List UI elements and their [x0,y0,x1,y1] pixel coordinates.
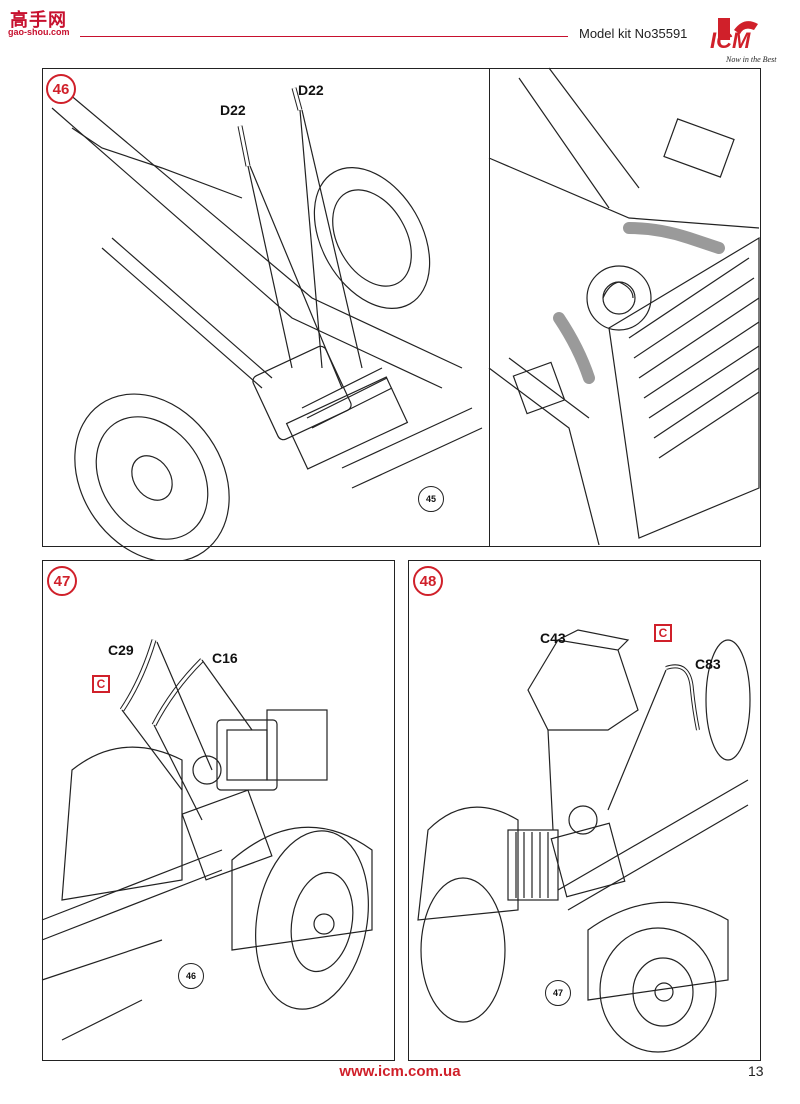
step-47-panel [42,560,395,1061]
step-48-panel [408,560,761,1061]
step-46-number: 46 [46,74,76,104]
step-48-number: 48 [413,566,443,596]
footer-url: www.icm.com.ua [339,1063,461,1080]
page-number: 13 [748,1063,764,1079]
part-label-c43: C43 [540,630,566,646]
watermark-url: gao-shou.com [8,27,70,37]
step-46-detail-illustration [488,67,760,546]
logo-brand: ICM [710,28,751,53]
ref-step-46: 46 [178,963,204,989]
logo-slogan: Now in the Best [725,55,777,64]
step-46-detail-panel [489,68,761,547]
step-48-illustration [417,629,751,1053]
part-label-c16: C16 [212,650,238,666]
part-label-d22-right: D22 [298,82,324,98]
kit-label: Model kit No35591 [579,26,688,41]
icm-logo: ICM Now in the Best [710,18,777,64]
header-rule [80,36,568,37]
sprue-c-badge-48: C [654,624,672,642]
part-label-c83: C83 [695,656,721,672]
step-47-number: 47 [47,566,77,596]
part-label-c29: C29 [108,642,134,658]
step-46-illustration [51,87,483,563]
watermark-text: 高手网 [10,10,67,31]
step-47-illustration [41,639,373,1041]
part-label-d22-left: D22 [220,102,246,118]
sprue-c-badge-47: C [92,675,110,693]
ref-step-45: 45 [418,486,444,512]
ref-step-47: 47 [545,980,571,1006]
